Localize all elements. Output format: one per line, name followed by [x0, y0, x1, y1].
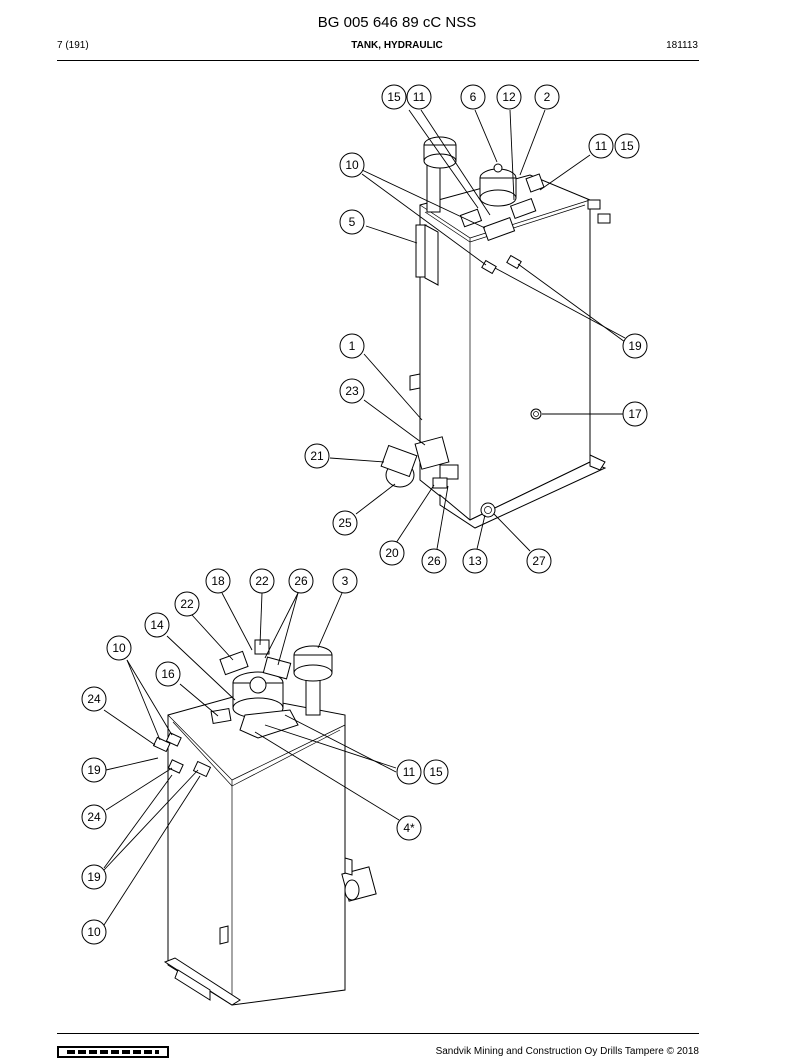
callout-10: 10 [339, 152, 365, 178]
svg-text:5: 5 [349, 215, 356, 229]
callout-10: 10 [81, 919, 107, 945]
callout-6: 6 [460, 84, 486, 110]
svg-text:14: 14 [150, 618, 164, 632]
callout-3: 3 [332, 568, 358, 594]
callout-11: 11 [406, 84, 432, 110]
top-tank-drawing [380, 136, 611, 529]
footer-copyright: Sandvik Mining and Construction Oy Drill… [435, 1046, 699, 1057]
svg-text:6: 6 [470, 90, 477, 104]
svg-text:19: 19 [628, 339, 642, 353]
callout-15: 15 [423, 759, 449, 785]
svg-text:26: 26 [294, 574, 308, 588]
callout-20: 20 [379, 540, 405, 566]
callout-26: 26 [421, 548, 447, 574]
callout-25: 25 [332, 510, 358, 536]
callout-18: 18 [205, 568, 231, 594]
callout-5: 5 [339, 209, 365, 235]
svg-text:17: 17 [628, 407, 642, 421]
callout-22: 22 [249, 568, 275, 594]
svg-text:11: 11 [595, 139, 608, 153]
footer-rule [57, 1033, 699, 1034]
callout-15: 15 [381, 84, 407, 110]
callout-13: 13 [462, 548, 488, 574]
callout-11: 11 [588, 133, 614, 159]
svg-text:10: 10 [87, 925, 101, 939]
svg-text:25: 25 [338, 516, 352, 530]
callout-10: 10 [106, 635, 132, 661]
bottom-tank-drawing [152, 639, 377, 1006]
svg-text:19: 19 [87, 870, 101, 884]
callout-1: 1 [339, 333, 365, 359]
callout-19: 19 [622, 333, 648, 359]
svg-text:15: 15 [387, 90, 401, 104]
svg-text:20: 20 [385, 546, 399, 560]
svg-text:24: 24 [87, 810, 101, 824]
svg-text:22: 22 [255, 574, 269, 588]
callout-19: 19 [81, 864, 107, 890]
svg-text:18: 18 [211, 574, 225, 588]
callout-15: 15 [614, 133, 640, 159]
callout-11: 11 [396, 759, 422, 785]
document-number: BG 005 646 89 cC NSS [317, 14, 477, 31]
callout-19: 19 [81, 757, 107, 783]
callout-4-star: 4* [396, 815, 422, 841]
svg-text:2: 2 [544, 90, 551, 104]
svg-text:27: 27 [532, 554, 546, 568]
callout-24: 24 [81, 804, 107, 830]
svg-text:11: 11 [413, 90, 426, 104]
svg-text:10: 10 [345, 158, 359, 172]
svg-text:19: 19 [87, 763, 101, 777]
callout-26: 26 [288, 568, 314, 594]
callout-22: 22 [174, 591, 200, 617]
callout-12: 12 [496, 84, 522, 110]
svg-text:21: 21 [310, 449, 324, 463]
callout-2: 2 [534, 84, 560, 110]
callout-24: 24 [81, 686, 107, 712]
callout-23: 23 [339, 378, 365, 404]
leader-lines [103, 109, 626, 926]
callout-14: 14 [144, 612, 170, 638]
svg-text:13: 13 [468, 554, 482, 568]
svg-text:15: 15 [429, 765, 443, 779]
svg-text:1: 1 [349, 339, 356, 353]
svg-text:4*: 4* [403, 821, 415, 835]
svg-text:26: 26 [427, 554, 441, 568]
callout-27: 27 [526, 548, 552, 574]
svg-text:23: 23 [345, 384, 359, 398]
header-rule [57, 60, 699, 61]
svg-text:10: 10 [112, 641, 126, 655]
svg-text:3: 3 [342, 574, 349, 588]
svg-text:22: 22 [180, 597, 194, 611]
callout-16: 16 [155, 661, 181, 687]
page-number: 7 (191) [57, 40, 89, 51]
document-date: 181113 [666, 40, 698, 51]
callout-17: 17 [622, 401, 648, 427]
section-title: TANK, HYDRAULIC [351, 40, 443, 51]
svg-text:16: 16 [161, 667, 175, 681]
callout-21: 21 [304, 443, 330, 469]
svg-text:11: 11 [403, 765, 416, 779]
svg-text:24: 24 [87, 692, 101, 706]
sandvik-logo [57, 1046, 169, 1058]
svg-text:15: 15 [620, 139, 634, 153]
svg-text:12: 12 [502, 90, 516, 104]
